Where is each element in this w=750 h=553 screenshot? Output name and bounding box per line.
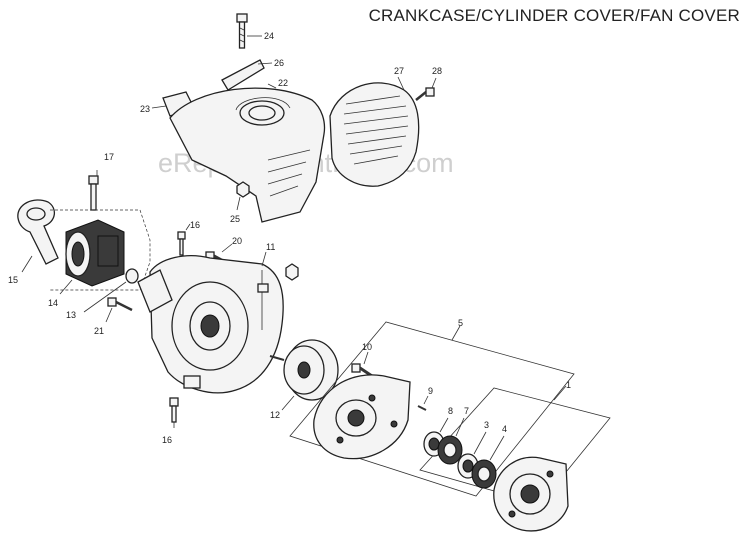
bracket-15 <box>17 199 59 265</box>
callout-25: 25 <box>230 214 240 224</box>
callout-17: 17 <box>104 152 114 162</box>
muffler-cover-27 <box>329 82 420 187</box>
pin-9 <box>417 405 427 411</box>
bearing-4 <box>471 459 497 489</box>
coil-14 <box>65 219 125 287</box>
cylinder-cover-22 <box>169 87 326 223</box>
crankcase-right <box>493 456 569 532</box>
screw-21 <box>107 297 133 312</box>
bolt-16-top <box>177 231 186 256</box>
callout-1: 1 <box>566 380 571 390</box>
callout-21: 21 <box>94 326 104 336</box>
bolt-16-bottom <box>169 397 179 423</box>
callout-16b: 16 <box>162 435 172 445</box>
callout-7: 7 <box>464 406 469 416</box>
washer-13 <box>125 268 139 284</box>
callout-12: 12 <box>270 410 280 420</box>
bearing-7 <box>437 435 463 465</box>
screw-28 <box>415 87 435 101</box>
crankcase-assembly-frame <box>289 321 575 497</box>
callout-8: 8 <box>448 406 453 416</box>
bolt-24 <box>236 13 248 49</box>
crankcase-left <box>313 374 411 460</box>
callout-4: 4 <box>502 424 507 434</box>
callout-10: 10 <box>362 342 372 352</box>
callout-27: 27 <box>394 66 404 76</box>
callout-23: 23 <box>140 104 150 114</box>
callout-13: 13 <box>66 310 76 320</box>
callout-28: 28 <box>432 66 442 76</box>
callout-15: 15 <box>8 275 18 285</box>
callout-22: 22 <box>278 78 288 88</box>
plate-26 <box>221 59 265 91</box>
nut-11 <box>285 263 299 281</box>
callout-20: 20 <box>232 236 242 246</box>
nut-25 <box>236 181 250 198</box>
callout-24: 24 <box>264 31 274 41</box>
diagram-title: CRANKCASE/CYLINDER COVER/FAN COVER <box>368 6 740 25</box>
callout-14: 14 <box>48 298 58 308</box>
callout-9: 9 <box>428 386 433 396</box>
callout-3: 3 <box>484 420 489 430</box>
callout-5: 5 <box>458 318 463 328</box>
bolt-17 <box>88 175 99 211</box>
callout-26: 26 <box>274 58 284 68</box>
callout-11: 11 <box>266 242 275 252</box>
coil-outline <box>50 209 151 291</box>
callout-16a: 16 <box>190 220 200 230</box>
clutch-drum-12 <box>269 339 339 401</box>
fan-housing-11 <box>137 255 284 394</box>
